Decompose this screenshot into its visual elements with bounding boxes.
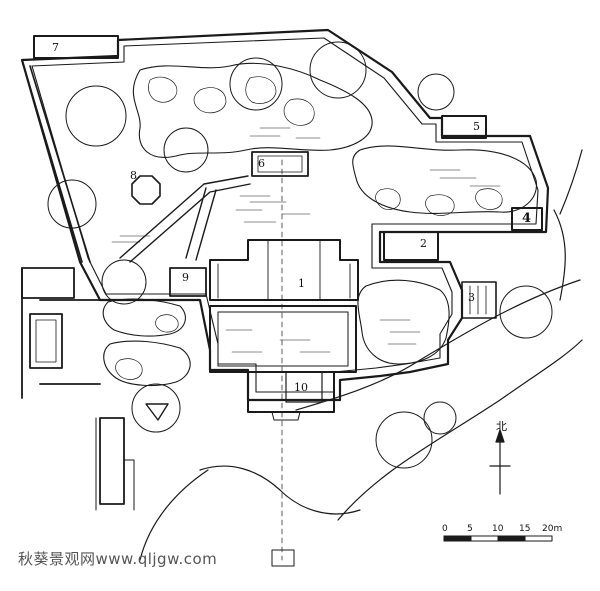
building-7-outline [33,35,119,59]
building-3-outline [461,281,497,319]
building-6-outline [251,151,309,177]
pavilion-triangle [145,403,169,421]
west-buildings [21,267,135,511]
scale-bar-graphic [443,535,553,542]
tree-canopies [47,41,553,469]
outer-boundary-wall [20,28,550,402]
building-8-octagon [131,175,161,205]
building-label-2: 2 [420,237,427,250]
building-label-7: 7 [52,41,59,54]
scale-tick-5: 5 [467,524,473,534]
building-1-outline [209,239,359,301]
building-label-9: 9 [182,271,189,284]
building-5-outline [441,115,487,139]
building-9-outline [169,267,207,297]
scale-tick-0: 0 [442,524,448,534]
pond-south [102,279,450,387]
pond-north [132,62,538,214]
building-2-outline [383,231,439,261]
inner-corridor [119,175,251,263]
building-4-outline [511,207,543,231]
rockery [115,76,503,380]
building-label-3: 3 [468,291,475,304]
building-label-10: 10 [294,381,308,394]
central-courtyard [209,305,357,373]
scale-tick-20m: 20m [542,524,563,534]
entrance-steps [271,411,301,567]
scale-tick-15: 15 [519,524,531,534]
building-label-1: 1 [298,277,305,290]
building-label-4: 4 [522,211,532,226]
north-label: 北 [496,420,507,433]
watermark-text: 秋葵景观网www.qljgw.com [18,550,218,568]
building-label-6: 6 [258,157,265,170]
stream-south [139,149,583,561]
building-label-5: 5 [473,120,480,133]
north-arrow-graphic [489,429,511,495]
scale-tick-10: 10 [492,524,504,534]
building-label-8: 8 [130,169,137,182]
water-hatching [111,127,501,353]
